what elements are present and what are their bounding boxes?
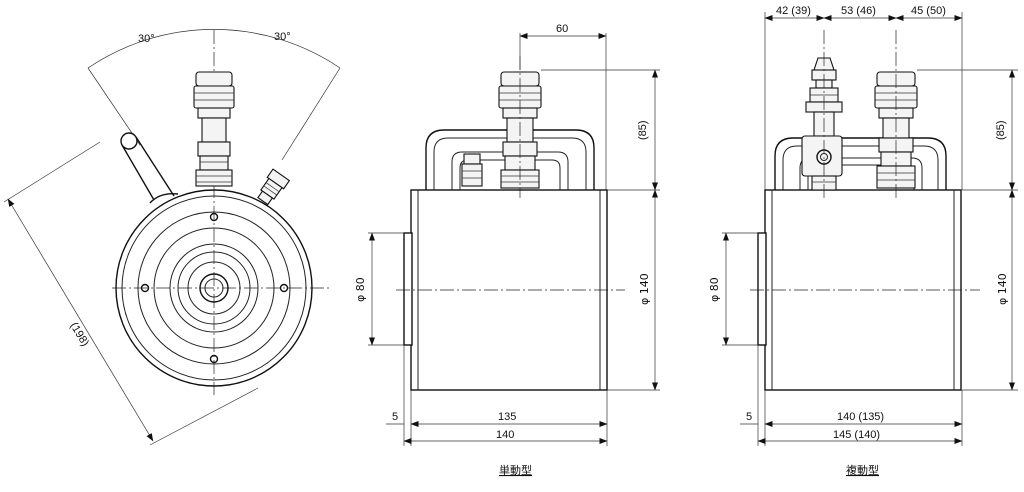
double-dim-53: 53 (46) bbox=[841, 5, 876, 17]
single-dim-60: 60 bbox=[556, 23, 568, 35]
bolt-hole-bottom bbox=[209, 354, 219, 364]
double-left-nipple bbox=[801, 57, 843, 191]
angle-line-right bbox=[281, 67, 341, 161]
plunger-ring-2 bbox=[177, 251, 251, 325]
double-dim-85: (85) bbox=[995, 120, 1007, 140]
double-dim-5: 5 bbox=[746, 411, 752, 423]
single-dim-85: (85) bbox=[637, 120, 649, 140]
single-plunger bbox=[403, 232, 413, 346]
angle-arc bbox=[87, 29, 341, 69]
single-dim-135: 135 bbox=[498, 411, 516, 423]
angle-line-left bbox=[87, 67, 141, 146]
single-dim-140: 140 bbox=[496, 429, 514, 441]
double-dim-phi140: φ 140 bbox=[996, 273, 1009, 305]
angle-right-label: 30° bbox=[274, 31, 291, 43]
single-dim-phi140: φ 140 bbox=[638, 273, 651, 305]
handle bbox=[120, 132, 179, 204]
saddle-circle bbox=[199, 273, 229, 303]
single-dim-5: 5 bbox=[392, 411, 398, 423]
double-acting-caption: 複動型 bbox=[846, 463, 879, 477]
double-dim-phi80: φ 80 bbox=[708, 277, 721, 302]
top-coupler bbox=[193, 71, 235, 187]
plunger-outer-circle bbox=[153, 227, 275, 349]
double-dim-145-140: 145 (140) bbox=[833, 429, 880, 441]
plunger-ring-1 bbox=[169, 243, 259, 333]
angle-left-label: 30° bbox=[138, 33, 155, 45]
single-acting-view: 60 (85) φ 140 φ 80 5 135 140 単動型 bbox=[354, 23, 660, 477]
double-plunger bbox=[757, 232, 767, 346]
diag-dimension-line bbox=[7, 198, 154, 442]
single-acting-caption: 単動型 bbox=[499, 463, 532, 477]
double-pipe-outer bbox=[774, 137, 947, 190]
side-fitting bbox=[257, 168, 291, 206]
saddle-inner-circle bbox=[204, 278, 224, 298]
plunger-ring-3 bbox=[187, 261, 241, 315]
double-dim-140-135: 140 (135) bbox=[837, 411, 884, 423]
front-view: 30° 30° bbox=[3, 29, 341, 446]
double-dim-45: 45 (50) bbox=[911, 5, 946, 17]
bolt-hole-top bbox=[209, 212, 219, 222]
single-dim-phi80: φ 80 bbox=[354, 277, 367, 302]
diag-dimension-label: (198) bbox=[67, 320, 91, 348]
double-dim-42: 42 (39) bbox=[776, 5, 811, 17]
bolt-hole-right bbox=[279, 283, 289, 293]
double-acting-view: 42 (39) 53 (46) 45 (50) (85) φ 140 φ 80 … bbox=[708, 5, 1018, 477]
